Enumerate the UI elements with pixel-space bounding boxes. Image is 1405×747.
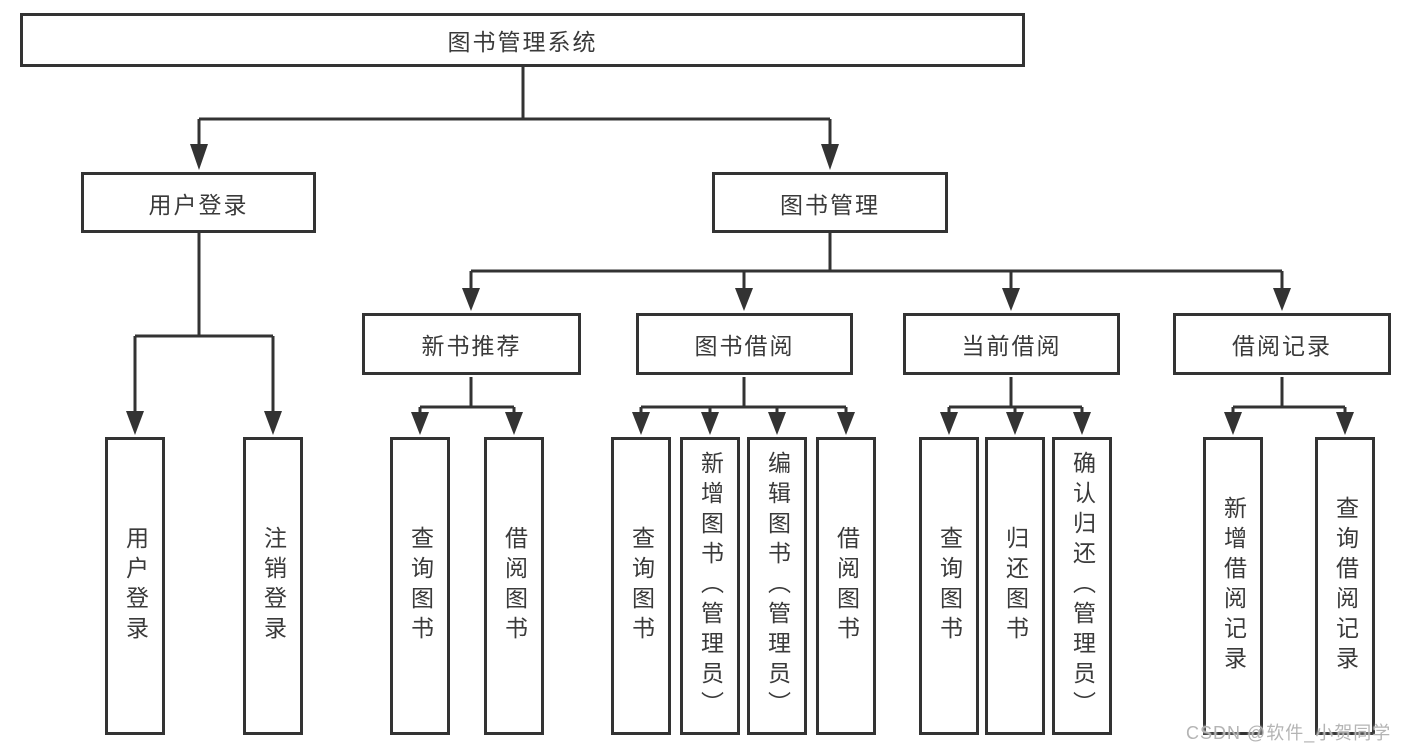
leaf-borrow-add-books-admin: 新增图书（管理员） xyxy=(680,437,740,735)
leaf-borrow-edit-books-admin-label: 编辑图书（管理员） xyxy=(764,451,791,721)
leaf-recommend-query-books-label: 查询图书 xyxy=(407,526,434,646)
leaf-current-confirm-return-admin-label: 确认归还（管理员） xyxy=(1069,451,1096,721)
leaf-logout-login: 注销登录 xyxy=(243,437,303,735)
leaf-recommend-borrow-books-label: 借阅图书 xyxy=(501,526,528,646)
leaf-current-return-books-label: 归还图书 xyxy=(1002,526,1029,646)
csdn-watermark: CSDN @软件_小贺同学 xyxy=(1186,723,1392,743)
node-new-book-recommend: 新书推荐 xyxy=(362,313,581,375)
leaf-borrow-edit-books-admin: 编辑图书（管理员） xyxy=(747,437,807,735)
leaf-borrow-add-books-admin-label: 新增图书（管理员） xyxy=(697,451,724,721)
leaf-records-add-record-label: 新增借阅记录 xyxy=(1220,496,1247,676)
node-borrow-records-label: 借阅记录 xyxy=(1232,333,1332,359)
leaf-records-add-record: 新增借阅记录 xyxy=(1203,437,1263,735)
leaf-user-login-label: 用户登录 xyxy=(122,526,149,646)
node-current-borrow: 当前借阅 xyxy=(903,313,1120,375)
node-user-login-label: 用户登录 xyxy=(148,191,249,218)
leaf-recommend-borrow-books: 借阅图书 xyxy=(484,437,544,735)
leaf-borrow-query-books-label: 查询图书 xyxy=(628,526,655,646)
leaf-current-confirm-return-admin: 确认归还（管理员） xyxy=(1052,437,1112,735)
leaf-records-query-record: 查询借阅记录 xyxy=(1315,437,1375,735)
node-current-borrow-label: 当前借阅 xyxy=(961,333,1062,359)
node-book-management-label: 图书管理 xyxy=(780,191,880,218)
leaf-recommend-query-books: 查询图书 xyxy=(390,437,450,735)
leaf-logout-login-label: 注销登录 xyxy=(260,526,287,646)
leaf-borrow-borrow-books-label: 借阅图书 xyxy=(833,526,860,646)
leaf-records-query-record-label: 查询借阅记录 xyxy=(1332,496,1359,676)
leaf-current-return-books: 归还图书 xyxy=(985,437,1045,735)
node-book-management: 图书管理 xyxy=(712,172,948,233)
node-borrow-records: 借阅记录 xyxy=(1173,313,1391,375)
node-user-login: 用户登录 xyxy=(81,172,316,233)
node-book-borrow-label: 图书借阅 xyxy=(694,333,795,359)
node-book-borrow: 图书借阅 xyxy=(636,313,853,375)
leaf-current-query-books-label: 查询图书 xyxy=(936,526,963,646)
node-root-label: 图书管理系统 xyxy=(447,29,598,55)
leaf-current-query-books: 查询图书 xyxy=(919,437,979,735)
node-new-book-recommend-label: 新书推荐 xyxy=(421,333,522,359)
leaf-user-login: 用户登录 xyxy=(105,437,165,735)
node-root: 图书管理系统 xyxy=(20,13,1025,67)
leaf-borrow-borrow-books: 借阅图书 xyxy=(816,437,876,735)
leaf-borrow-query-books: 查询图书 xyxy=(611,437,671,735)
